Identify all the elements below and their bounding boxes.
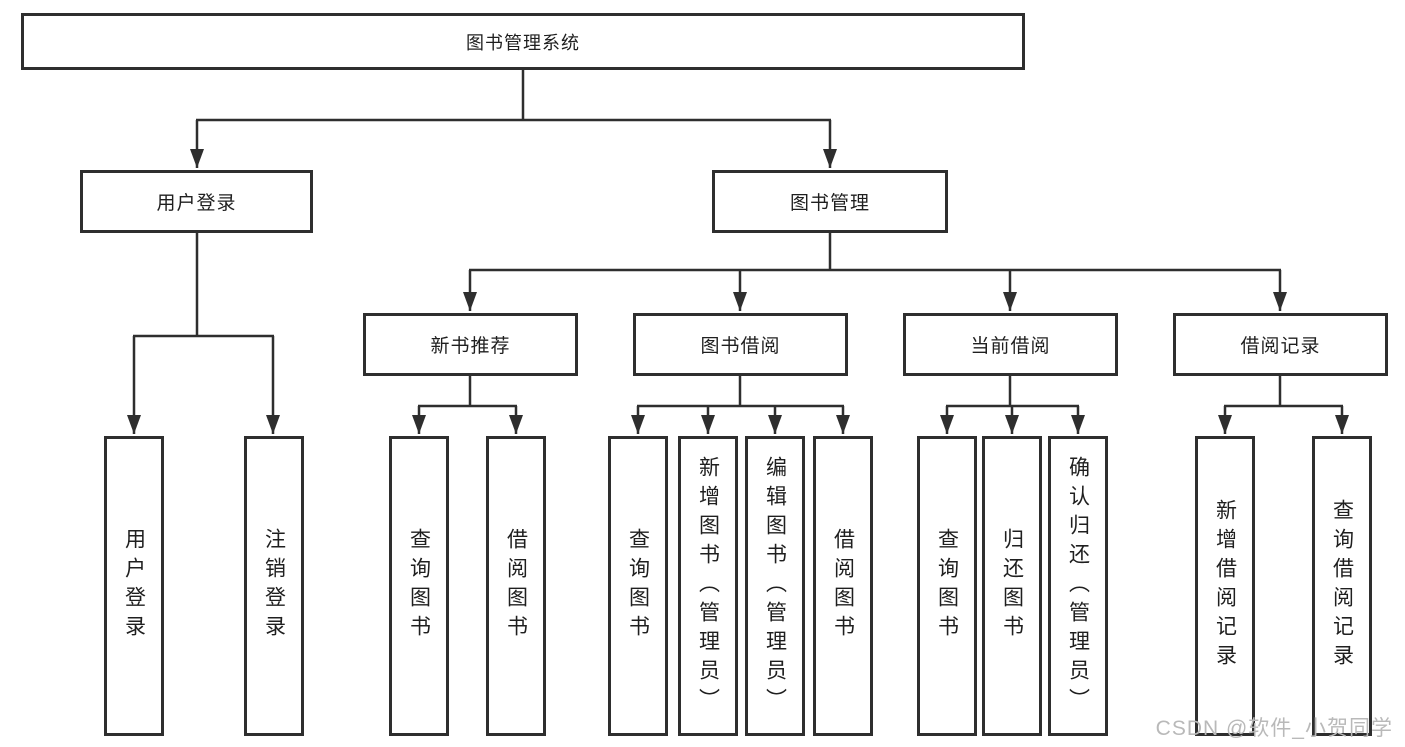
- node-label: 用户登录: [156, 193, 237, 214]
- node-leaf-borrow-book-1: 借阅图书: [486, 436, 546, 736]
- node-label: 借阅图书: [504, 528, 528, 644]
- node-label: 查询图书: [626, 528, 650, 644]
- node-label: 新增借阅记录: [1213, 499, 1237, 673]
- node-book-borrowing: 图书借阅: [633, 313, 848, 376]
- node-new-book-recommendation: 新书推荐: [363, 313, 578, 376]
- node-leaf-edit-book-admin: 编辑图书（管理员）: [745, 436, 805, 736]
- node-label: 编辑图书（管理员）: [763, 455, 787, 717]
- node-leaf-add-book-admin: 新增图书（管理员）: [678, 436, 738, 736]
- node-borrowing-records: 借阅记录: [1173, 313, 1388, 376]
- node-leaf-return-book: 归还图书: [982, 436, 1042, 736]
- node-leaf-user-login: 用户登录: [104, 436, 164, 736]
- node-label: 确认归还（管理员）: [1066, 455, 1090, 717]
- node-label: 查询图书: [935, 528, 959, 644]
- node-label: 用户登录: [122, 528, 146, 644]
- node-current-borrowing: 当前借阅: [903, 313, 1118, 376]
- node-label: 新增图书（管理员）: [696, 455, 720, 717]
- node-label: 注销登录: [262, 528, 286, 644]
- node-leaf-logout: 注销登录: [244, 436, 304, 736]
- node-leaf-query-book-3: 查询图书: [917, 436, 977, 736]
- node-label: 借阅图书: [831, 528, 855, 644]
- node-book-management-branch: 图书管理: [712, 170, 948, 233]
- node-label: 当前借阅: [970, 336, 1051, 357]
- node-leaf-query-borrow-record: 查询借阅记录: [1312, 436, 1372, 736]
- node-label: 图书管理: [789, 193, 870, 214]
- node-leaf-confirm-return-admin: 确认归还（管理员）: [1048, 436, 1108, 736]
- node-label: 新书推荐: [430, 336, 511, 357]
- node-leaf-borrow-book-2: 借阅图书: [813, 436, 873, 736]
- node-leaf-query-book-1: 查询图书: [389, 436, 449, 736]
- csdn-watermark: CSDN @软件_小贺同学: [1155, 717, 1393, 740]
- node-label: 图书管理系统: [466, 32, 580, 53]
- node-label: 借阅记录: [1240, 336, 1321, 357]
- node-leaf-query-book-2: 查询图书: [608, 436, 668, 736]
- node-label: 归还图书: [1000, 528, 1024, 644]
- node-library-management-system: 图书管理系统: [21, 13, 1025, 70]
- node-label: 图书借阅: [700, 336, 781, 357]
- node-user-login-branch: 用户登录: [80, 170, 313, 233]
- node-label: 查询借阅记录: [1330, 499, 1354, 673]
- node-label: 查询图书: [407, 528, 431, 644]
- node-leaf-add-borrow-record: 新增借阅记录: [1195, 436, 1255, 736]
